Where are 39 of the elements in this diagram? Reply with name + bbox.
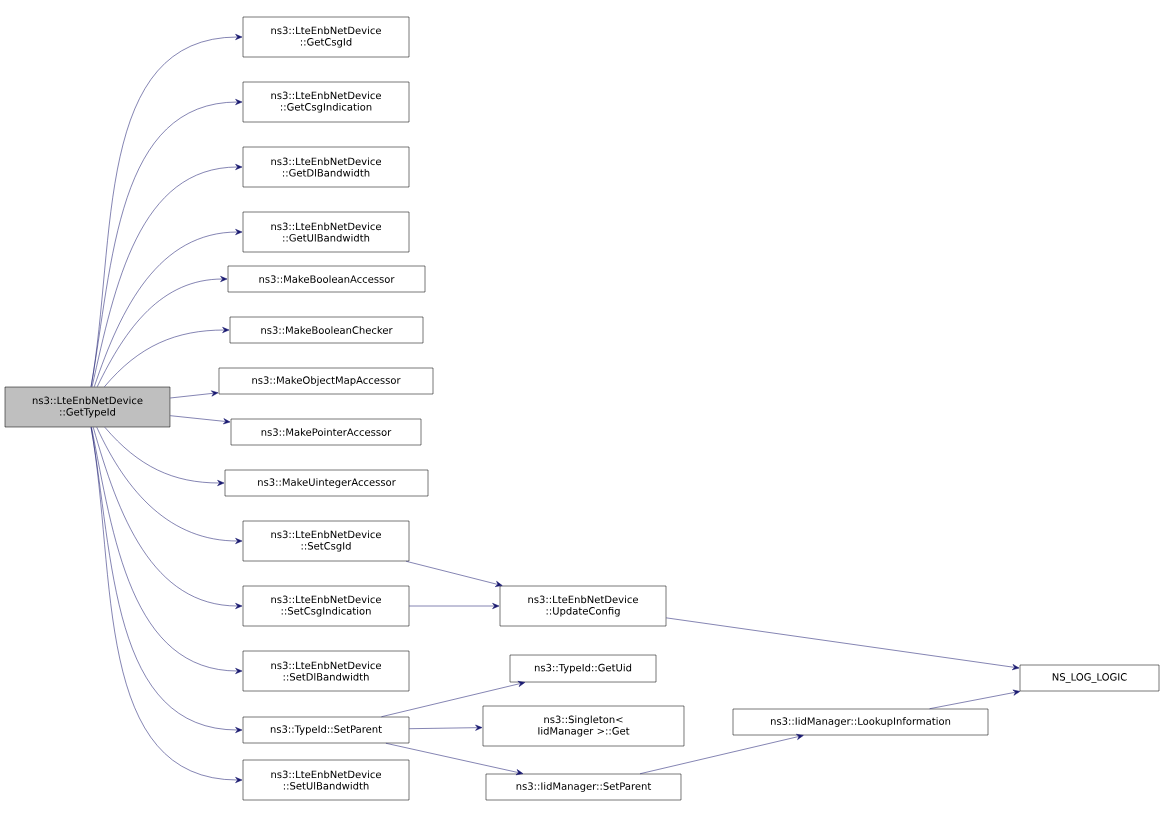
function-box: ns3::LteEnbNetDevice ::GetDlBandwidth [242, 146, 410, 188]
function-box: ns3::MakeObjectMapAccessor [218, 367, 434, 395]
function-box: ns3::TypeId::GetUid [509, 654, 657, 683]
function-box: ns3::MakeBooleanAccessor [227, 265, 426, 293]
arrow [170, 415, 231, 425]
function-box: NS_LOG_LOGIC [1019, 664, 1160, 692]
arrow [170, 390, 219, 399]
arrow [92, 427, 243, 609]
function-box: ns3::LteEnbNetDevice ::UpdateConfig [499, 585, 667, 627]
function-box: ns3::IidManager::LookupInformation [732, 708, 989, 736]
arrow [90, 99, 243, 387]
function-box: ns3::Singleton< IidManager >::Get [482, 705, 685, 747]
function-box: ns3::LteEnbNetDevice ::SetDlBandwidth [242, 650, 410, 692]
arrow [405, 561, 503, 587]
function-box: ns3::LteEnbNetDevice ::SetUlBandwidth [242, 759, 410, 801]
arrow [96, 276, 228, 387]
function-box: ns3::LteEnbNetDevice ::GetCsgIndication [242, 81, 410, 123]
function-box: ns3::TypeId::SetParent [242, 716, 410, 744]
arrow [94, 229, 243, 387]
arrow [96, 427, 243, 544]
arrow [91, 427, 243, 674]
arrow [409, 724, 483, 731]
function-box: ns3::LteEnbNetDevice ::GetCsgId [242, 16, 410, 58]
function-box: ns3::LteEnbNetDevice ::GetTypeId [4, 386, 171, 428]
arrow [104, 327, 230, 387]
function-box: ns3::LteEnbNetDevice ::SetCsgIndication [242, 585, 410, 627]
function-box: ns3::IidManager::SetParent [485, 773, 682, 801]
arrow [639, 734, 804, 774]
arrow [381, 681, 526, 717]
arrow [929, 689, 1021, 709]
arrow [666, 617, 1020, 671]
function-box: ns3::MakeUintegerAccessor [224, 469, 429, 497]
function-box: ns3::LteEnbNetDevice ::GetUlBandwidth [242, 211, 410, 253]
arrow [104, 427, 225, 486]
arrow [409, 603, 500, 609]
arrow [91, 164, 243, 387]
function-box: ns3::MakeBooleanChecker [229, 316, 424, 344]
function-box: ns3::MakePointerAccessor [230, 418, 422, 446]
function-box: ns3::LteEnbNetDevice ::SetCsgId [242, 520, 410, 562]
